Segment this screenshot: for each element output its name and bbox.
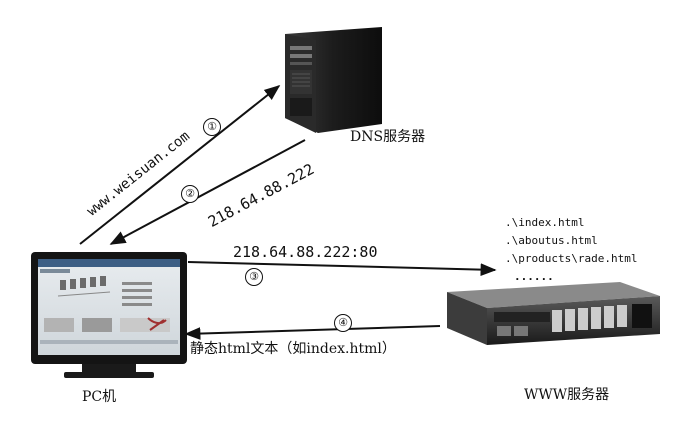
pc-label: PC机 bbox=[82, 389, 117, 405]
arrow-step-1 bbox=[79, 85, 281, 245]
step3-marker: ③ bbox=[245, 268, 263, 286]
www-file-2: .\aboutus.html bbox=[505, 234, 598, 247]
arrow-step-2 bbox=[109, 139, 306, 245]
www-server-icon bbox=[447, 282, 660, 345]
step1-marker: ① bbox=[203, 118, 221, 136]
step4-static-html-label: 静态html文本（如index.html） bbox=[190, 341, 396, 357]
www-server-label: WWW服务器 bbox=[524, 387, 610, 403]
dns-server-icon bbox=[285, 27, 382, 133]
dns-server-label: DNS服务器 bbox=[350, 129, 426, 145]
step3-ip-port-label: 218.64.88.222:80 bbox=[233, 243, 378, 261]
www-file-1: .\index.html bbox=[505, 216, 585, 229]
step4-marker: ④ bbox=[334, 314, 352, 332]
www-file-more: ...... bbox=[514, 270, 554, 283]
step2-marker: ② bbox=[181, 185, 199, 203]
arrow-step-3 bbox=[187, 261, 497, 277]
pc-monitor-icon bbox=[31, 252, 187, 378]
arrow-step-4 bbox=[184, 325, 441, 340]
www-file-3: .\products\rade.html bbox=[505, 252, 638, 265]
